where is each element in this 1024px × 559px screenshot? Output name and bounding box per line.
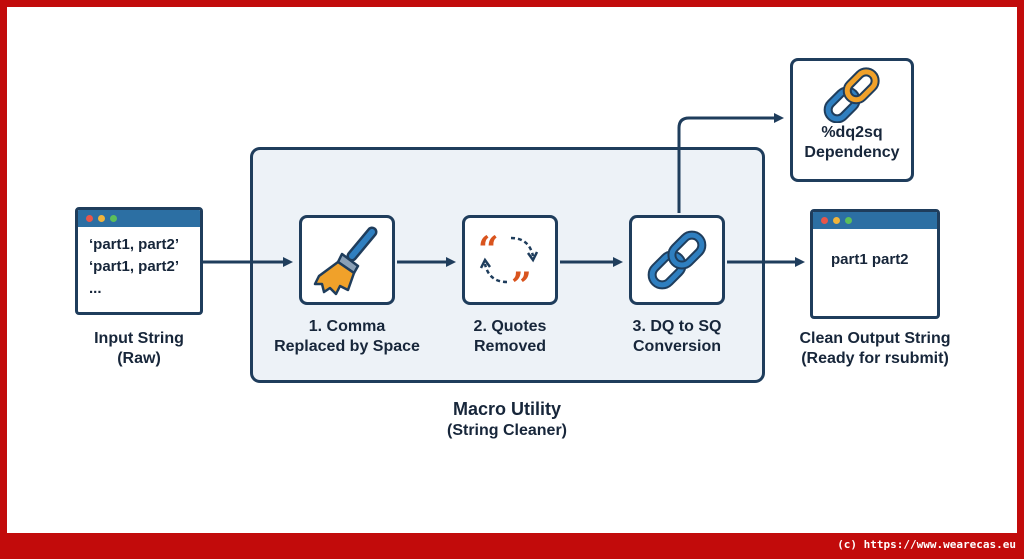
step2-label: 2. Quotes Removed <box>455 317 565 357</box>
input-line: ‘part1, part2’ <box>89 236 180 253</box>
dependency-box: %dq2sq Dependency <box>790 58 914 182</box>
step2-label-line1: 2. Quotes <box>473 318 547 335</box>
quotes-cycle-icon: “ ” <box>478 229 539 307</box>
svg-text:“: “ <box>478 229 499 271</box>
close-dot-icon <box>821 217 828 224</box>
step-comma-replaced <box>299 215 395 305</box>
dependency-label: %dq2sq Dependency <box>793 123 911 163</box>
maximize-dot-icon <box>110 215 117 222</box>
input-label-title: Input String <box>94 330 184 347</box>
arrow-step3-to-dependency <box>677 113 784 213</box>
window-title-bar <box>813 212 937 229</box>
step3-label-line1: 3. DQ to SQ <box>632 318 722 335</box>
macro-subtitle-text: (String Cleaner) <box>446 422 567 439</box>
svg-text:”: ” <box>511 265 532 302</box>
brush-icon <box>313 226 378 296</box>
input-line: ... <box>89 280 102 297</box>
chain-link-icon <box>647 230 707 290</box>
step1-label: 1. Comma Replaced by Space <box>262 317 432 357</box>
output-label-title: Clean Output String <box>799 330 951 347</box>
minimize-dot-icon <box>98 215 105 222</box>
input-label: Input String (Raw) <box>75 329 203 369</box>
minimize-dot-icon <box>833 217 840 224</box>
step3-label: 3. DQ to SQ Conversion <box>612 317 742 357</box>
input-label-subtitle: (Raw) <box>117 350 161 367</box>
close-dot-icon <box>86 215 93 222</box>
copyright-text: (c) https://www.wearecas.eu <box>837 538 1016 551</box>
maximize-dot-icon <box>845 217 852 224</box>
macro-title-text: Macro Utility <box>452 399 562 419</box>
macro-utility-title: Macro Utility (String Cleaner) <box>380 398 634 442</box>
step2-label-line2: Removed <box>473 338 547 355</box>
input-string-window: ‘part1, part2’ ‘part1, part2’ ... <box>75 207 203 315</box>
dependency-name: %dq2sq <box>821 124 883 141</box>
output-text: part1 part2 <box>831 251 909 268</box>
output-label-subtitle: (Ready for rsubmit) <box>801 350 949 367</box>
output-label: Clean Output String (Ready for rsubmit) <box>780 329 970 369</box>
dependency-caption: Dependency <box>804 144 900 161</box>
step-quotes-removed: “ ” <box>462 215 558 307</box>
step-dq-to-sq <box>629 215 725 305</box>
input-line: ‘part1, part2’ <box>89 258 180 275</box>
chain-link-icon <box>823 67 880 124</box>
output-string-window: part1 part2 <box>810 209 940 319</box>
step1-label-line2: Replaced by Space <box>274 338 420 355</box>
footer-bar <box>0 533 1024 559</box>
step3-label-line2: Conversion <box>632 338 721 355</box>
window-title-bar <box>78 210 200 227</box>
step1-label-line1: 1. Comma <box>308 318 386 335</box>
